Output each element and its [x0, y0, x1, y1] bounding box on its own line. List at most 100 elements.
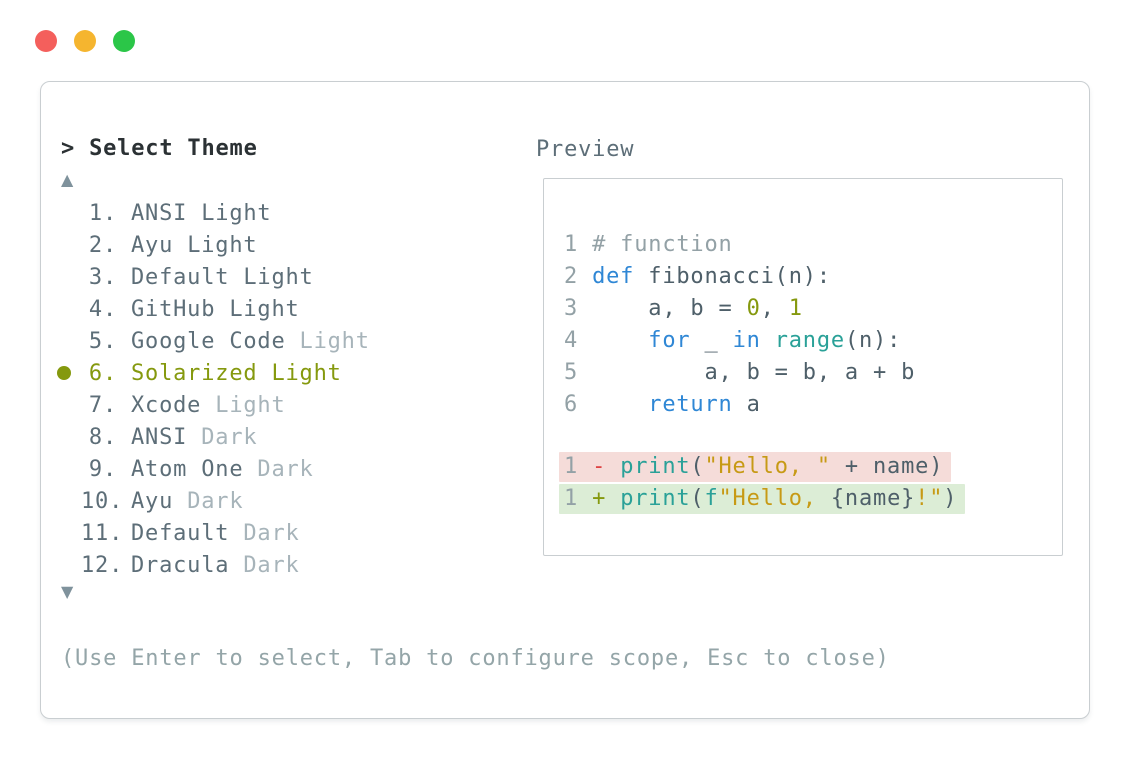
theme-name: Dracula Dark — [131, 552, 300, 578]
token-kw: return — [648, 392, 733, 417]
theme-variant: Dark — [257, 456, 314, 482]
code-blank-line — [564, 421, 1044, 451]
theme-list-item-ayu-dark[interactable]: 10. Ayu Dark — [41, 485, 521, 517]
theme-name: Google Code Light — [131, 328, 370, 354]
token-num: 1 — [788, 296, 803, 321]
theme-name: Solarized Light — [131, 360, 342, 386]
theme-variant: Light — [299, 328, 370, 354]
theme-variant: Dark — [243, 520, 300, 546]
token-txt: {name} — [830, 486, 916, 511]
theme-number: 12. — [81, 552, 124, 578]
diff-line-removed: 1 - print("Hello, " + name) — [559, 451, 1044, 483]
token-ln: 4 — [564, 328, 593, 353]
diff-added-highlight: 1 + print(f"Hello, {name}!") — [559, 484, 966, 514]
theme-name: ANSI Light — [131, 200, 272, 226]
token-txt: ( — [690, 486, 705, 511]
bullet-icon — [57, 366, 71, 380]
preview-label: Preview — [536, 137, 635, 162]
token-txt: a — [732, 392, 761, 417]
theme-list-item-xcode-light[interactable]: 7. Xcode Light — [41, 389, 521, 421]
theme-number: 7. — [88, 392, 117, 418]
theme-list-item-solarized-light[interactable]: 6. Solarized Light — [41, 357, 521, 389]
token-ln: 1 — [564, 454, 593, 479]
code-line-5: 5 a, b = b, a + b — [564, 357, 1044, 389]
theme-list-item-ansi-dark[interactable]: 8.ANSI Dark — [41, 421, 521, 453]
scroll-up-icon[interactable]: ▲ — [61, 170, 74, 189]
theme-number: 2. — [88, 232, 117, 258]
token-txt: + name) — [830, 454, 944, 479]
token-txt: fibonacci(n): — [634, 264, 831, 289]
theme-name: Default Dark — [131, 520, 300, 546]
theme-variant: Dark — [243, 552, 300, 578]
selected-bullet-icon — [57, 366, 81, 380]
theme-variant: Light — [201, 200, 272, 226]
theme-list-item-default-dark[interactable]: 11.Default Dark — [41, 517, 521, 549]
theme-name: GitHub Light — [131, 296, 300, 322]
token-txt: _ — [690, 328, 733, 353]
token-txt: a, b = b, a + b — [592, 360, 916, 385]
theme-list-item-default-light[interactable]: 3. Default Light — [41, 261, 521, 293]
token-str: !" — [915, 486, 944, 511]
token-ln: 6 — [564, 392, 593, 417]
theme-list-item-atom-one-dark[interactable]: 9.Atom One Dark — [41, 453, 521, 485]
token-txt: (n): — [844, 328, 902, 353]
command-prompt: > Select Theme — [61, 136, 258, 161]
theme-variant: Light — [215, 392, 286, 418]
token-txt: ) — [943, 486, 958, 511]
token-com: # function — [592, 232, 733, 257]
token-fn: print — [620, 454, 691, 479]
theme-list-item-github-light[interactable]: 4. GitHub Light — [41, 293, 521, 325]
diff-removed-highlight: 1 - print("Hello, " + name) — [559, 452, 952, 482]
token-kw: for — [648, 328, 691, 353]
token-ln: 1 — [564, 486, 593, 511]
theme-list-item-ayu-light[interactable]: 2. Ayu Light — [41, 229, 521, 261]
theme-number: 6. — [88, 360, 117, 386]
theme-number: 3. — [88, 264, 117, 290]
code-line-6: 6 return a — [564, 389, 1044, 421]
code-line-1: 1 # function — [564, 229, 1044, 261]
token-ln: 3 — [564, 296, 593, 321]
token-txt: a, b = — [592, 296, 747, 321]
diff-line-added: 1 + print(f"Hello, {name}!") — [559, 483, 1044, 515]
token-str: "Hello, — [718, 486, 831, 511]
close-button[interactable] — [35, 30, 57, 52]
theme-list-item-ansi-light[interactable]: 1. ANSI Light — [41, 197, 521, 229]
theme-variant: Light — [229, 296, 300, 322]
theme-name: Ayu Dark — [131, 488, 244, 514]
theme-number: 1. — [88, 200, 117, 226]
theme-number: 5. — [88, 328, 117, 354]
token-txt: ( — [690, 454, 705, 479]
token-str: "Hello, " — [704, 454, 831, 479]
token-fn: range — [774, 328, 845, 353]
keyboard-hint: (Use Enter to select, Tab to configure s… — [61, 646, 890, 671]
token-plus: + — [592, 486, 621, 511]
theme-variant: Light — [187, 232, 258, 258]
theme-name: Xcode Light — [131, 392, 286, 418]
token-ln: 2 — [564, 264, 593, 289]
traffic-lights — [35, 30, 135, 52]
zoom-button[interactable] — [113, 30, 135, 52]
token-txt — [761, 328, 775, 353]
token-kw: in — [732, 328, 761, 353]
theme-variant: Light — [243, 264, 314, 290]
minimize-button[interactable] — [74, 30, 96, 52]
token-kw: def — [592, 264, 635, 289]
token-fn: f — [704, 486, 719, 511]
theme-name: Ayu Light — [131, 232, 258, 258]
theme-name: Default Light — [131, 264, 314, 290]
theme-variant: Dark — [187, 488, 244, 514]
theme-list-item-google-code-light[interactable]: 5. Google Code Light — [41, 325, 521, 357]
token-txt: , — [760, 296, 789, 321]
scroll-down-icon[interactable]: ▼ — [61, 582, 74, 601]
theme-number: 4. — [88, 296, 117, 322]
theme-name: ANSI Dark — [131, 424, 258, 450]
theme-number: 10. — [81, 488, 124, 514]
theme-list-item-dracula-dark[interactable]: 12. Dracula Dark — [41, 549, 521, 581]
theme-list: 1. ANSI Light 2. Ayu Light 3. Default Light 4.… — [41, 197, 521, 581]
code-line-2: 2 def fibonacci(n): — [564, 261, 1044, 293]
token-ln: 5 — [564, 360, 593, 385]
token-minus: - — [592, 454, 621, 479]
token-num: 0 — [746, 296, 761, 321]
